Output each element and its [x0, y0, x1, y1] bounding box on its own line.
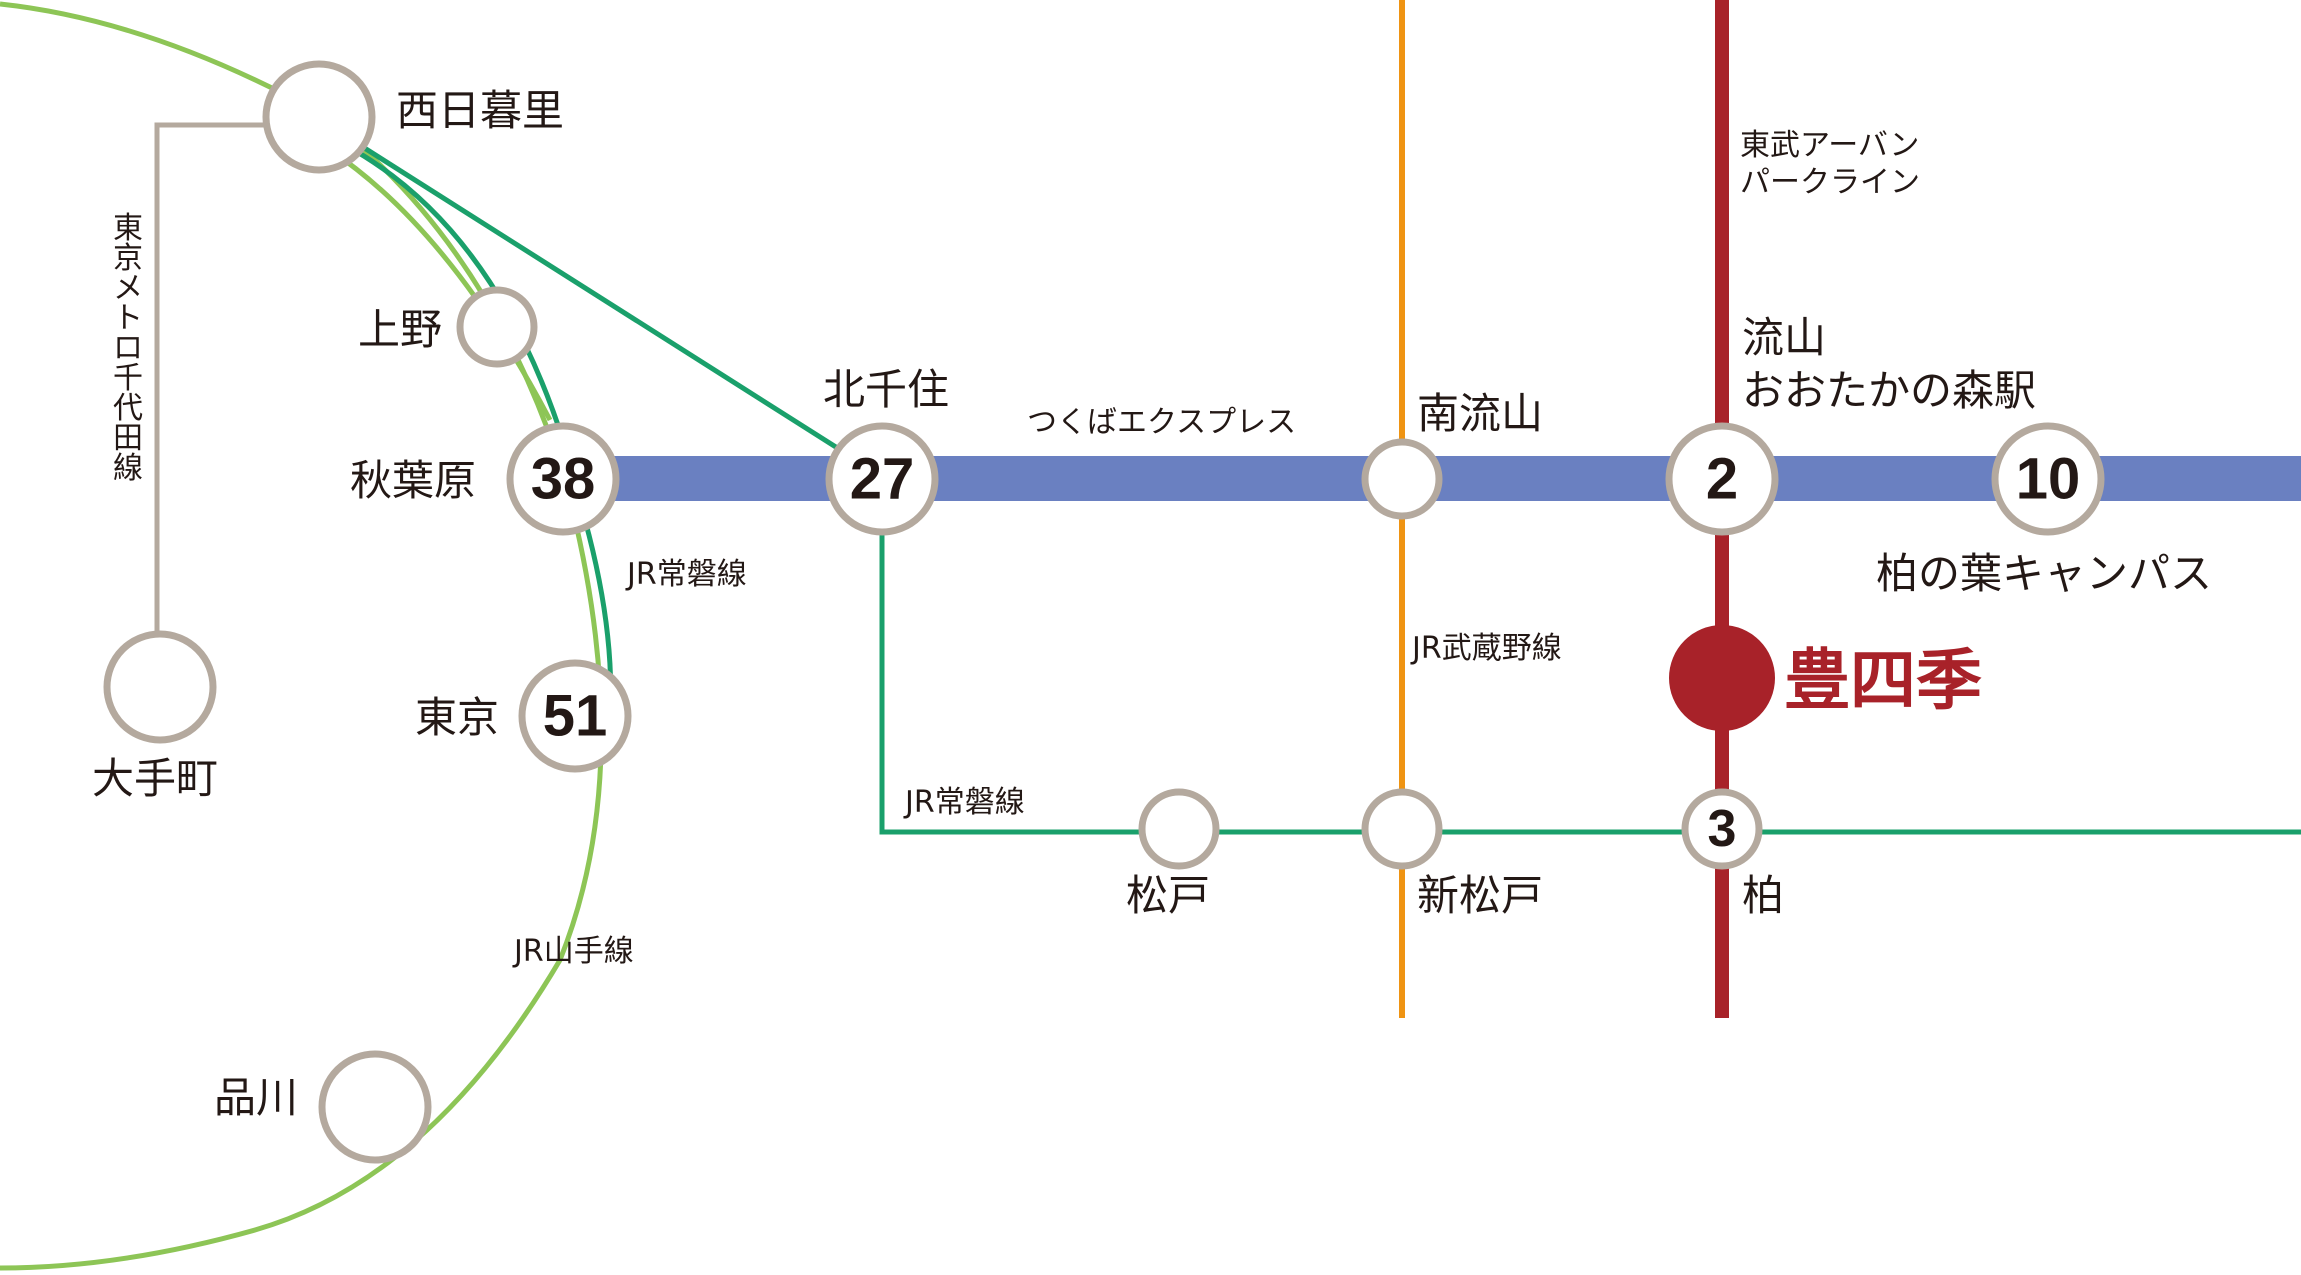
- station-nishinippori[interactable]: [262, 60, 376, 174]
- label-tobu-2: パークライン: [1740, 165, 1920, 200]
- label-joban-lower: JR常磐線: [903, 785, 1025, 820]
- station-shinagawa[interactable]: [318, 1050, 432, 1164]
- station-tokyo[interactable]: [518, 659, 632, 773]
- station-ueno[interactable]: [456, 286, 538, 368]
- yamanote-line-inner: [328, 147, 553, 422]
- station-otaka[interactable]: [1665, 422, 1779, 536]
- label-tobu-1: 東武アーバン: [1740, 128, 1919, 163]
- station-otemachi[interactable]: [103, 630, 217, 744]
- label-otemachi: 大手町: [92, 754, 218, 803]
- label-otaka-2: おおたかの森駅: [1742, 366, 2036, 415]
- label-akihabara: 秋葉原: [350, 456, 476, 505]
- destination-label: 豊四季: [1784, 642, 1982, 719]
- minutes-tokyo: 51: [543, 684, 608, 749]
- station-shinmatsudo[interactable]: [1361, 788, 1443, 870]
- minutes-kashiwa: 3: [1708, 800, 1737, 858]
- label-kashiwanoha: 柏の葉キャンパス: [1876, 549, 2212, 598]
- label-tsukuba-express: つくばエクスプレス: [1027, 405, 1296, 440]
- minutes-kitasenju: 27: [850, 447, 915, 512]
- label-otaka-1: 流山: [1742, 313, 1826, 362]
- minutes-otaka: 2: [1706, 447, 1738, 512]
- joban-line-lower: [879, 530, 2301, 835]
- label-joban-upper: JR常磐線: [625, 557, 747, 592]
- label-minaminagareyama: 南流山: [1417, 389, 1543, 438]
- station-minaminagareyama[interactable]: [1361, 438, 1443, 520]
- label-yamanote: JR山手線: [512, 934, 634, 969]
- yamanote-line: [0, 1, 604, 1271]
- chiyoda-line: [154, 122, 320, 690]
- label-nishinippori: 西日暮里: [396, 86, 564, 135]
- minutes-akihabara: 38: [531, 447, 596, 512]
- label-matsudo: 松戸: [1126, 871, 1210, 920]
- station-matsudo[interactable]: [1138, 788, 1220, 870]
- label-shinmatsudo: 新松戸: [1417, 871, 1543, 920]
- station-toyoshiki-marker[interactable]: [1669, 625, 1775, 731]
- station-kitasenju[interactable]: [825, 422, 939, 536]
- label-shinagawa: 品川: [214, 1073, 298, 1122]
- station-akihabara[interactable]: [506, 422, 620, 536]
- label-tokyo: 東京: [415, 693, 499, 742]
- label-kashiwa: 柏: [1742, 871, 1784, 920]
- station-kashiwa[interactable]: [1681, 788, 1763, 870]
- station-kashiwanoha[interactable]: [1991, 422, 2105, 536]
- label-musashino: JR武蔵野線: [1410, 631, 1562, 666]
- minutes-kashiwanoha: 10: [2016, 447, 2081, 512]
- joban-line-upper: [353, 139, 882, 478]
- label-chiyoda-line: 東京メトロ千代田線: [113, 211, 143, 486]
- label-kitasenju: 北千住: [823, 365, 949, 414]
- label-ueno: 上野: [358, 305, 442, 354]
